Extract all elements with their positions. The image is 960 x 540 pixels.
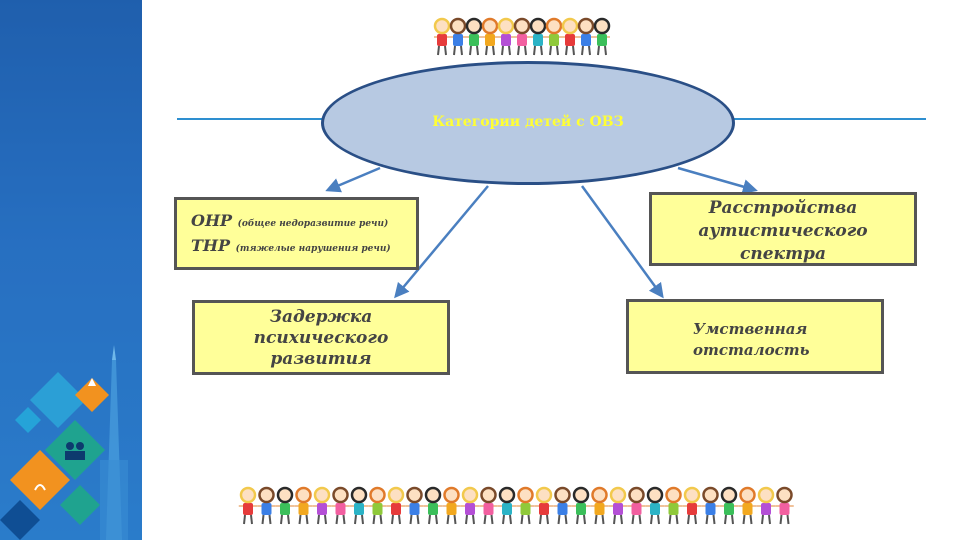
- child-figure-icon: [608, 486, 628, 525]
- bottom-children-banner: [238, 486, 794, 525]
- uo-line-1: Умственная: [693, 320, 808, 338]
- child-figure-icon: [442, 486, 461, 525]
- zpr-line-1: Задержка: [269, 307, 373, 327]
- child-figure-icon: [664, 486, 683, 525]
- child-figure-icon: [257, 486, 276, 525]
- child-figure-icon: [534, 486, 554, 525]
- child-figure-icon: [775, 486, 794, 525]
- child-figure-icon: [349, 486, 369, 525]
- child-figure-icon: [497, 486, 517, 525]
- child-figure-icon: [479, 486, 498, 525]
- child-figure-icon: [545, 17, 563, 56]
- child-figure-icon: [481, 17, 499, 56]
- child-figure-icon: [312, 486, 332, 525]
- ras-line-3: спектра: [740, 244, 826, 264]
- child-figure-icon: [590, 486, 609, 525]
- child-figure-icon: [756, 486, 776, 525]
- tnr-abbr: ТНР: [191, 236, 231, 255]
- ras-line-1: Расстройства: [708, 198, 858, 218]
- uo-line-2: отсталость: [693, 341, 810, 359]
- delayed-development-box: Задержка психического развития: [192, 300, 450, 375]
- left-horizontal-line: [177, 118, 323, 120]
- child-figure-icon: [571, 486, 591, 525]
- sidebar-decoration: [0, 0, 142, 540]
- child-figure-icon: [294, 486, 313, 525]
- onr-abbr: ОНР: [191, 211, 233, 230]
- child-figure-icon: [701, 486, 720, 525]
- child-figure-icon: [577, 17, 595, 56]
- child-figure-icon: [331, 486, 350, 525]
- arrow-to-uo: [580, 185, 664, 299]
- child-figure-icon: [238, 486, 258, 525]
- child-figure-icon: [529, 17, 547, 56]
- child-figure-icon: [719, 486, 739, 525]
- child-figure-icon: [423, 486, 443, 525]
- child-figure-icon: [553, 486, 572, 525]
- child-figure-icon: [465, 17, 483, 56]
- child-figure-icon: [497, 17, 515, 56]
- sidebar-art: [0, 0, 142, 540]
- arrow-to-onr: [325, 166, 381, 193]
- onr-desc: (общее недоразвитие речи): [237, 219, 389, 229]
- right-horizontal-line: [733, 118, 926, 120]
- child-figure-icon: [433, 17, 451, 56]
- child-figure-icon: [275, 486, 295, 525]
- child-figure-icon: [682, 486, 702, 525]
- zpr-line-2: психического: [253, 328, 389, 348]
- mental-retardation-box: Умственная отсталость: [626, 299, 884, 374]
- child-figure-icon: [449, 17, 467, 56]
- child-figure-icon: [738, 486, 757, 525]
- child-figure-icon: [386, 486, 406, 525]
- zpr-line-3: развития: [270, 349, 372, 369]
- child-figure-icon: [627, 486, 646, 525]
- autism-spectrum-box: Расстройства аутистического спектра: [649, 192, 917, 266]
- child-figure-icon: [513, 17, 531, 56]
- child-figure-icon: [405, 486, 424, 525]
- top-children-banner: [433, 17, 611, 56]
- child-figure-icon: [561, 17, 579, 56]
- ras-line-2: аутистического: [698, 221, 868, 241]
- child-figure-icon: [368, 486, 387, 525]
- center-category-label: Категории детей с ОВЗ: [432, 114, 624, 130]
- child-figure-icon: [645, 486, 665, 525]
- arrow-to-ras: [677, 166, 758, 194]
- speech-disorders-box: ОНР (общее недоразвитие речи) ТНР (тяжел…: [174, 197, 419, 270]
- child-figure-icon: [460, 486, 480, 525]
- center-category-node: Категории детей с ОВЗ: [321, 61, 735, 185]
- arrow-to-zpr: [394, 185, 489, 299]
- child-figure-icon: [516, 486, 535, 525]
- child-figure-icon: [593, 17, 611, 56]
- tnr-desc: (тяжелые нарушения речи): [235, 244, 391, 254]
